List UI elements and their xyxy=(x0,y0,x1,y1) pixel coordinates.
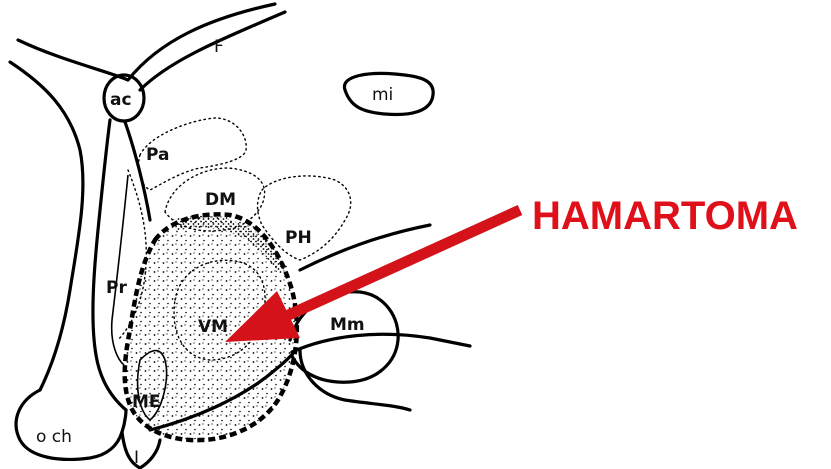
label-i: I xyxy=(134,448,139,468)
label-mm: Mm xyxy=(330,315,365,335)
label-ph: PH xyxy=(285,228,312,248)
label-dm: DM xyxy=(205,190,236,210)
label-vm: VM xyxy=(198,317,228,337)
label-f: F xyxy=(214,37,224,57)
label-och: o ch xyxy=(36,427,72,447)
label-me: ME xyxy=(132,392,161,412)
ventricle-wall-left xyxy=(93,120,126,410)
fornix-left-curve xyxy=(10,62,83,390)
optic-chiasm xyxy=(16,390,126,459)
infundibulum xyxy=(122,432,160,468)
label-mi: mi xyxy=(372,85,393,105)
fornix-outline-outer xyxy=(18,4,275,80)
label-ac: ac xyxy=(110,90,132,110)
mammillary-tract-lower xyxy=(292,334,470,352)
ventricle-wall-inner xyxy=(112,175,128,365)
hamartoma-callout: HAMARTOMA xyxy=(532,194,798,238)
label-pr: Pr xyxy=(106,278,127,298)
label-pa: Pa xyxy=(146,145,169,165)
